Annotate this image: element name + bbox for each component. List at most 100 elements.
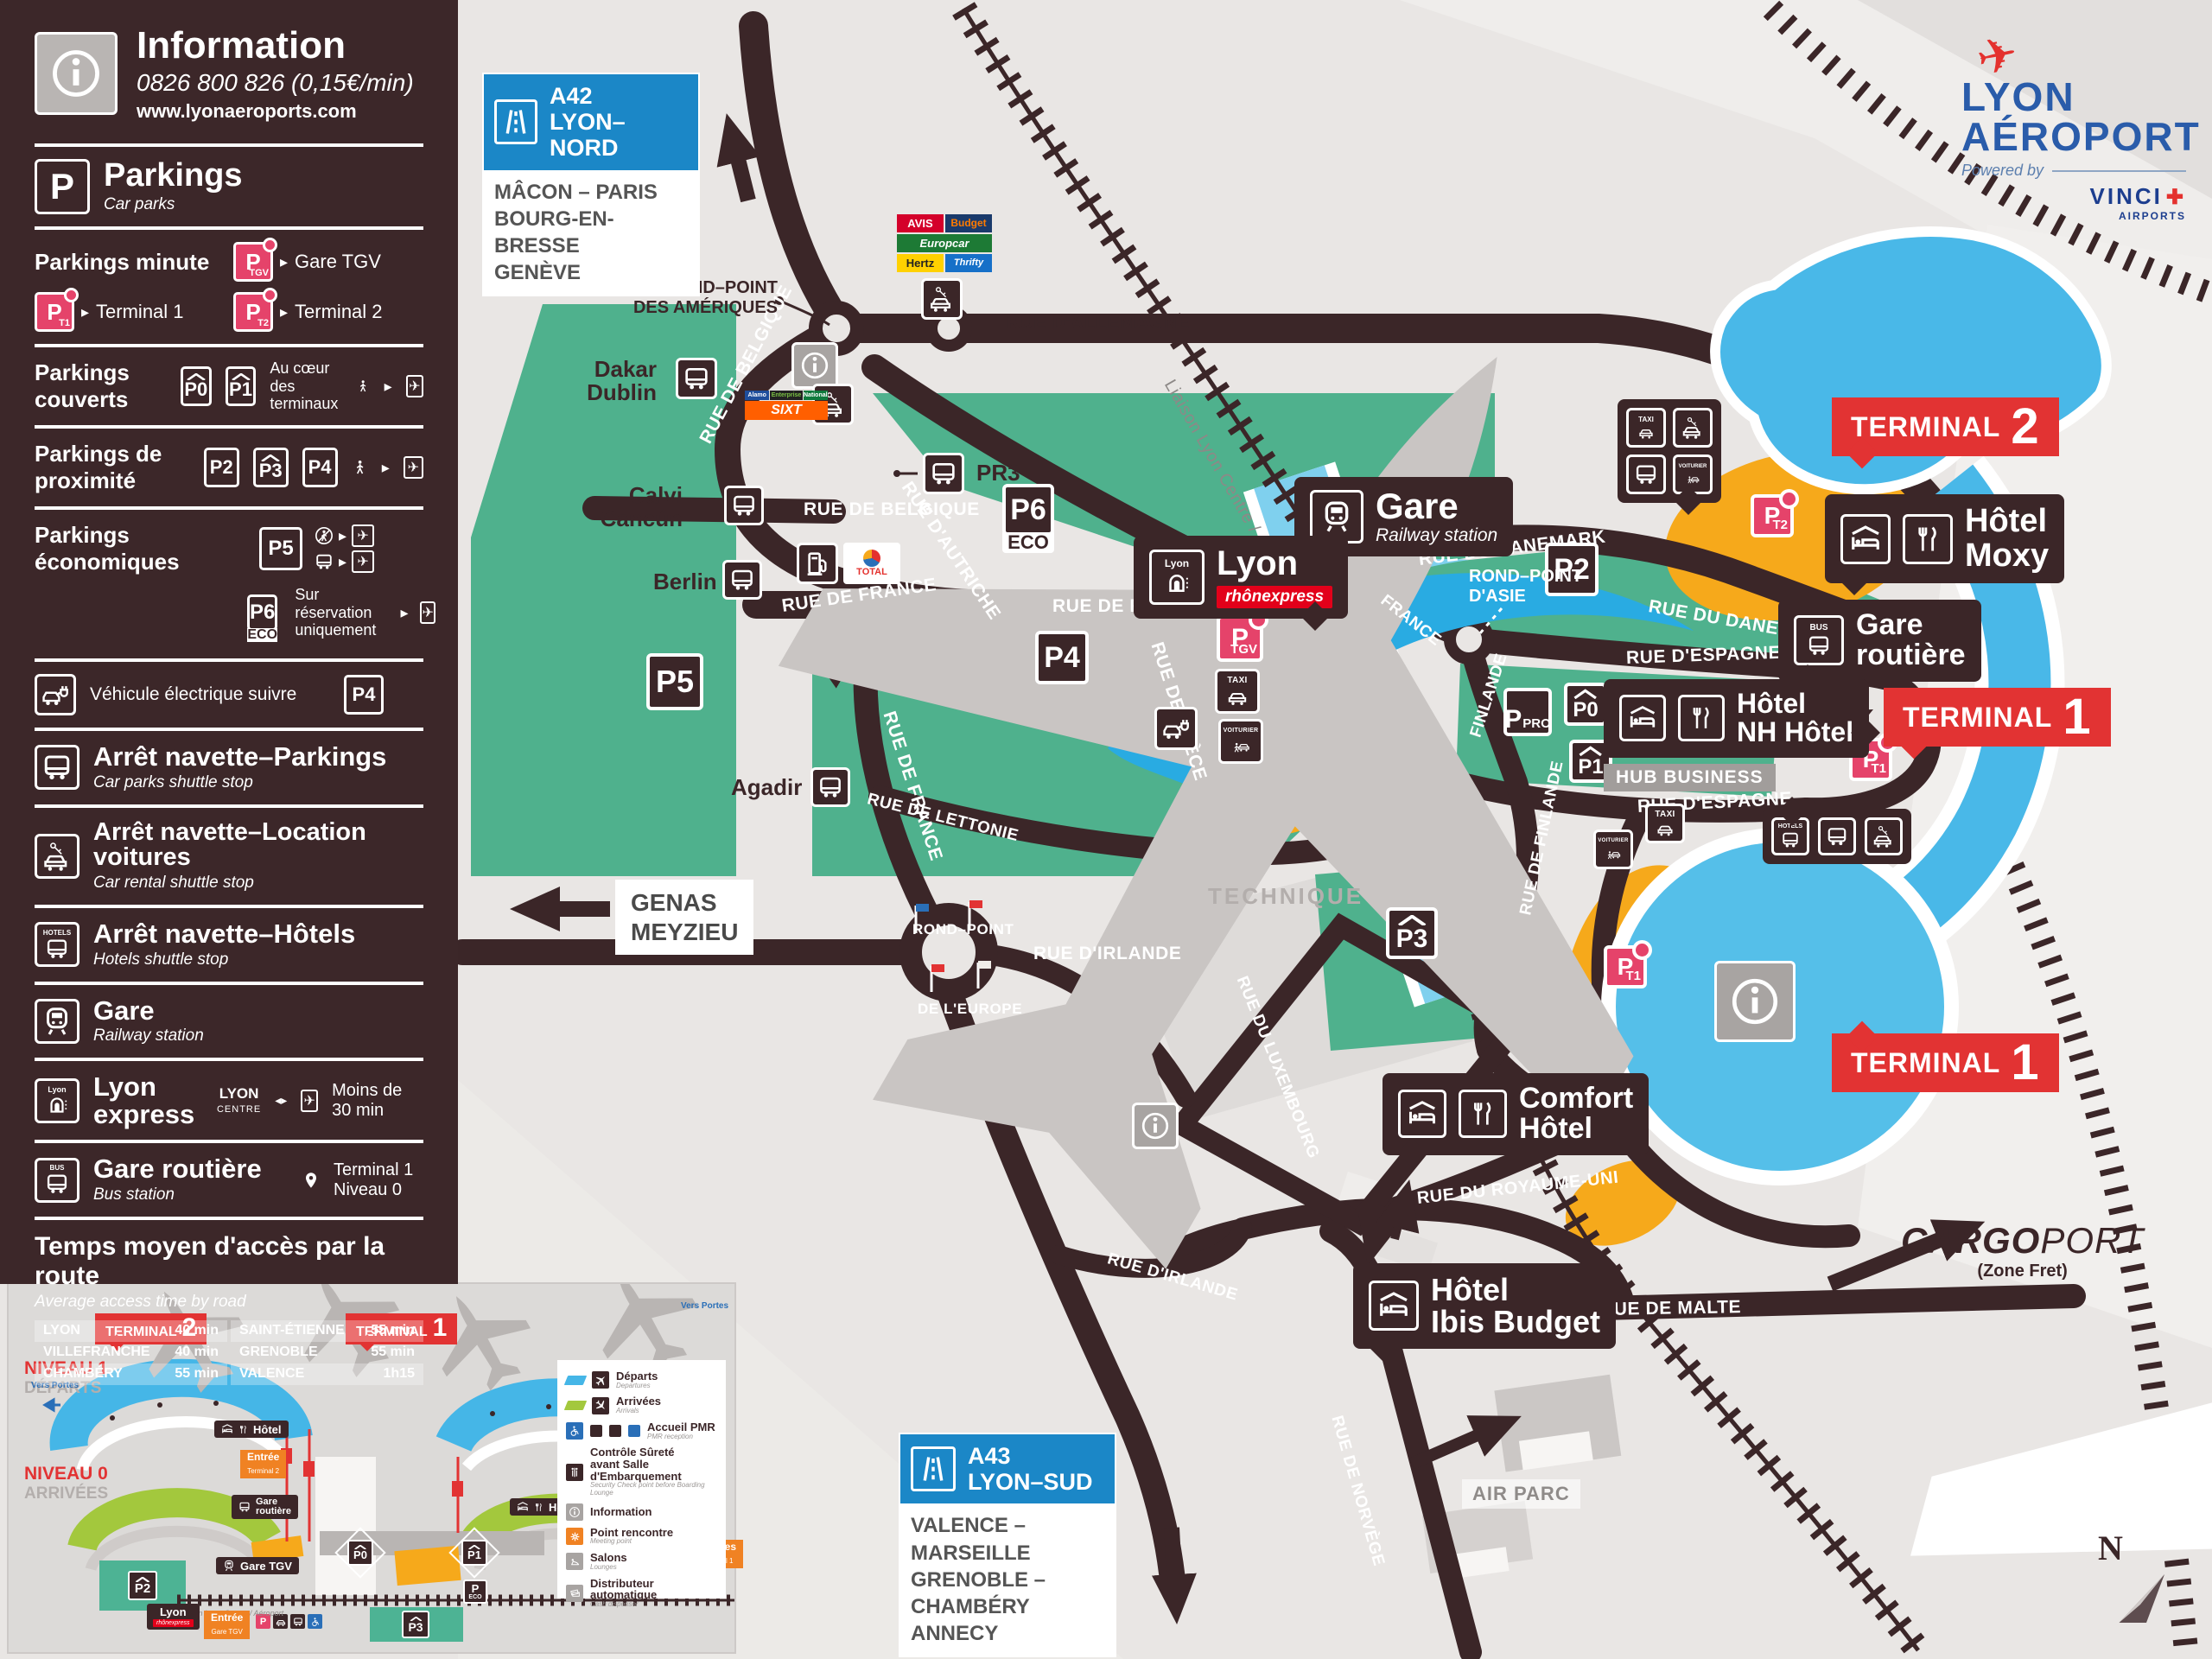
inset-badge-p3: P3	[402, 1611, 429, 1638]
badge-p2: P2	[203, 448, 239, 488]
car-rental-icon-north	[921, 278, 963, 320]
technique-label: TECHNIQUE	[1208, 883, 1364, 909]
thrifty-logo: Thrifty	[945, 254, 992, 272]
compass-north: N	[2098, 1528, 2171, 1629]
budget-logo: Budget	[945, 214, 992, 232]
plane-icon: ✈	[352, 550, 375, 574]
plane-icon: ✈	[301, 1089, 319, 1112]
restaurant-icon	[1903, 513, 1953, 564]
rhonexpress-icon: Lyon	[35, 1077, 79, 1123]
voiturier-icon-t1: VOITURIER	[1593, 830, 1633, 869]
plane-icon: ✈	[405, 375, 423, 398]
parking-badge-p0: P0	[1564, 683, 1607, 726]
total-logo: TOTAL	[843, 543, 900, 584]
cash-icon	[566, 1584, 583, 1602]
parking-badge-p3: P3	[1386, 907, 1438, 959]
lounge-icon	[566, 1553, 583, 1571]
hertz-logo: Hertz	[897, 254, 944, 272]
pin-icon	[302, 1170, 320, 1191]
info-url: www.lyonaeroports.com	[137, 100, 357, 122]
badge-p1: P1	[225, 366, 257, 407]
walk-icon	[352, 456, 368, 479]
hotel-bed-icon	[1398, 1090, 1446, 1139]
voiturier-icon-tgv: VOITURIER	[1218, 719, 1263, 764]
parking-badge-p4: P4	[1035, 631, 1089, 684]
t2-services-bubble: TAXI VOITURIER	[1618, 399, 1721, 503]
restaurant-icon	[1459, 1090, 1507, 1139]
ev-charging-icon	[1154, 707, 1198, 750]
minute-t1-dest: Terminal 1	[96, 301, 184, 323]
avis-logo: AVIS	[897, 214, 944, 232]
rhonexpress-brand: rhônexpress	[1217, 585, 1333, 608]
info-icon	[35, 32, 118, 115]
hub-business-tag: HUB BUSINESS	[1604, 764, 1776, 791]
inset-taxi-icon	[273, 1614, 288, 1629]
legend-sidebar: Information 0826 800 826 (0,15€/min) www…	[0, 0, 458, 1385]
motorway-icon	[494, 99, 538, 145]
no-walk-icon	[315, 526, 334, 545]
alamo-logo: Alamo	[745, 391, 770, 400]
access-subtitle: Average access time by road	[35, 1292, 246, 1311]
hotels-shuttle-icon: HOTELS	[35, 922, 79, 968]
car-rental-icon	[1673, 408, 1713, 448]
info-icon-ameriques	[791, 342, 838, 389]
parkings-title: Parkings	[104, 157, 243, 194]
compass-arrow	[2119, 1574, 2164, 1623]
road-label-allemagne: RUE D'ALLEMAGNE	[1007, 313, 1191, 333]
logo-star-icon: ✈	[1971, 24, 2023, 87]
rental-logos-block2: Alamo Enterprise National SIXT	[745, 391, 828, 420]
inset-bus-icon	[290, 1614, 305, 1629]
plane-icon: ✈	[420, 601, 435, 625]
hotel-bed-icon	[1369, 1281, 1419, 1332]
taxi-icon-t1: TAXI	[1645, 804, 1685, 843]
cargoport-label: CARGOPORT(Zone Fret)	[1901, 1220, 2145, 1281]
badge-p0: P0	[180, 366, 212, 407]
bus-stop-icon-calvi	[724, 486, 764, 525]
minute-label: Parkings minute	[35, 248, 210, 275]
legend-information: Information	[566, 1503, 717, 1521]
flags	[914, 900, 991, 992]
restaurant-icon	[1678, 695, 1725, 742]
parking-icon: P	[35, 159, 90, 214]
meeting-point-icon	[566, 1528, 583, 1546]
voiturier-icon: VOITURIER	[1673, 454, 1713, 494]
badge-p5: P5	[259, 527, 302, 571]
rental-logos-block: AVIS Budget Europcar Hertz Thrifty	[897, 214, 992, 272]
plane-icon: ✈	[352, 524, 375, 548]
stop-berlin-label: Berlin	[653, 569, 717, 594]
car-rental-icon	[1865, 817, 1903, 855]
inset-vers-portes-t1: Vers Portes	[681, 1301, 729, 1311]
inset-hotel-tag-1: Hôtel	[214, 1421, 289, 1438]
sixt-logo: SIXT	[745, 401, 828, 420]
